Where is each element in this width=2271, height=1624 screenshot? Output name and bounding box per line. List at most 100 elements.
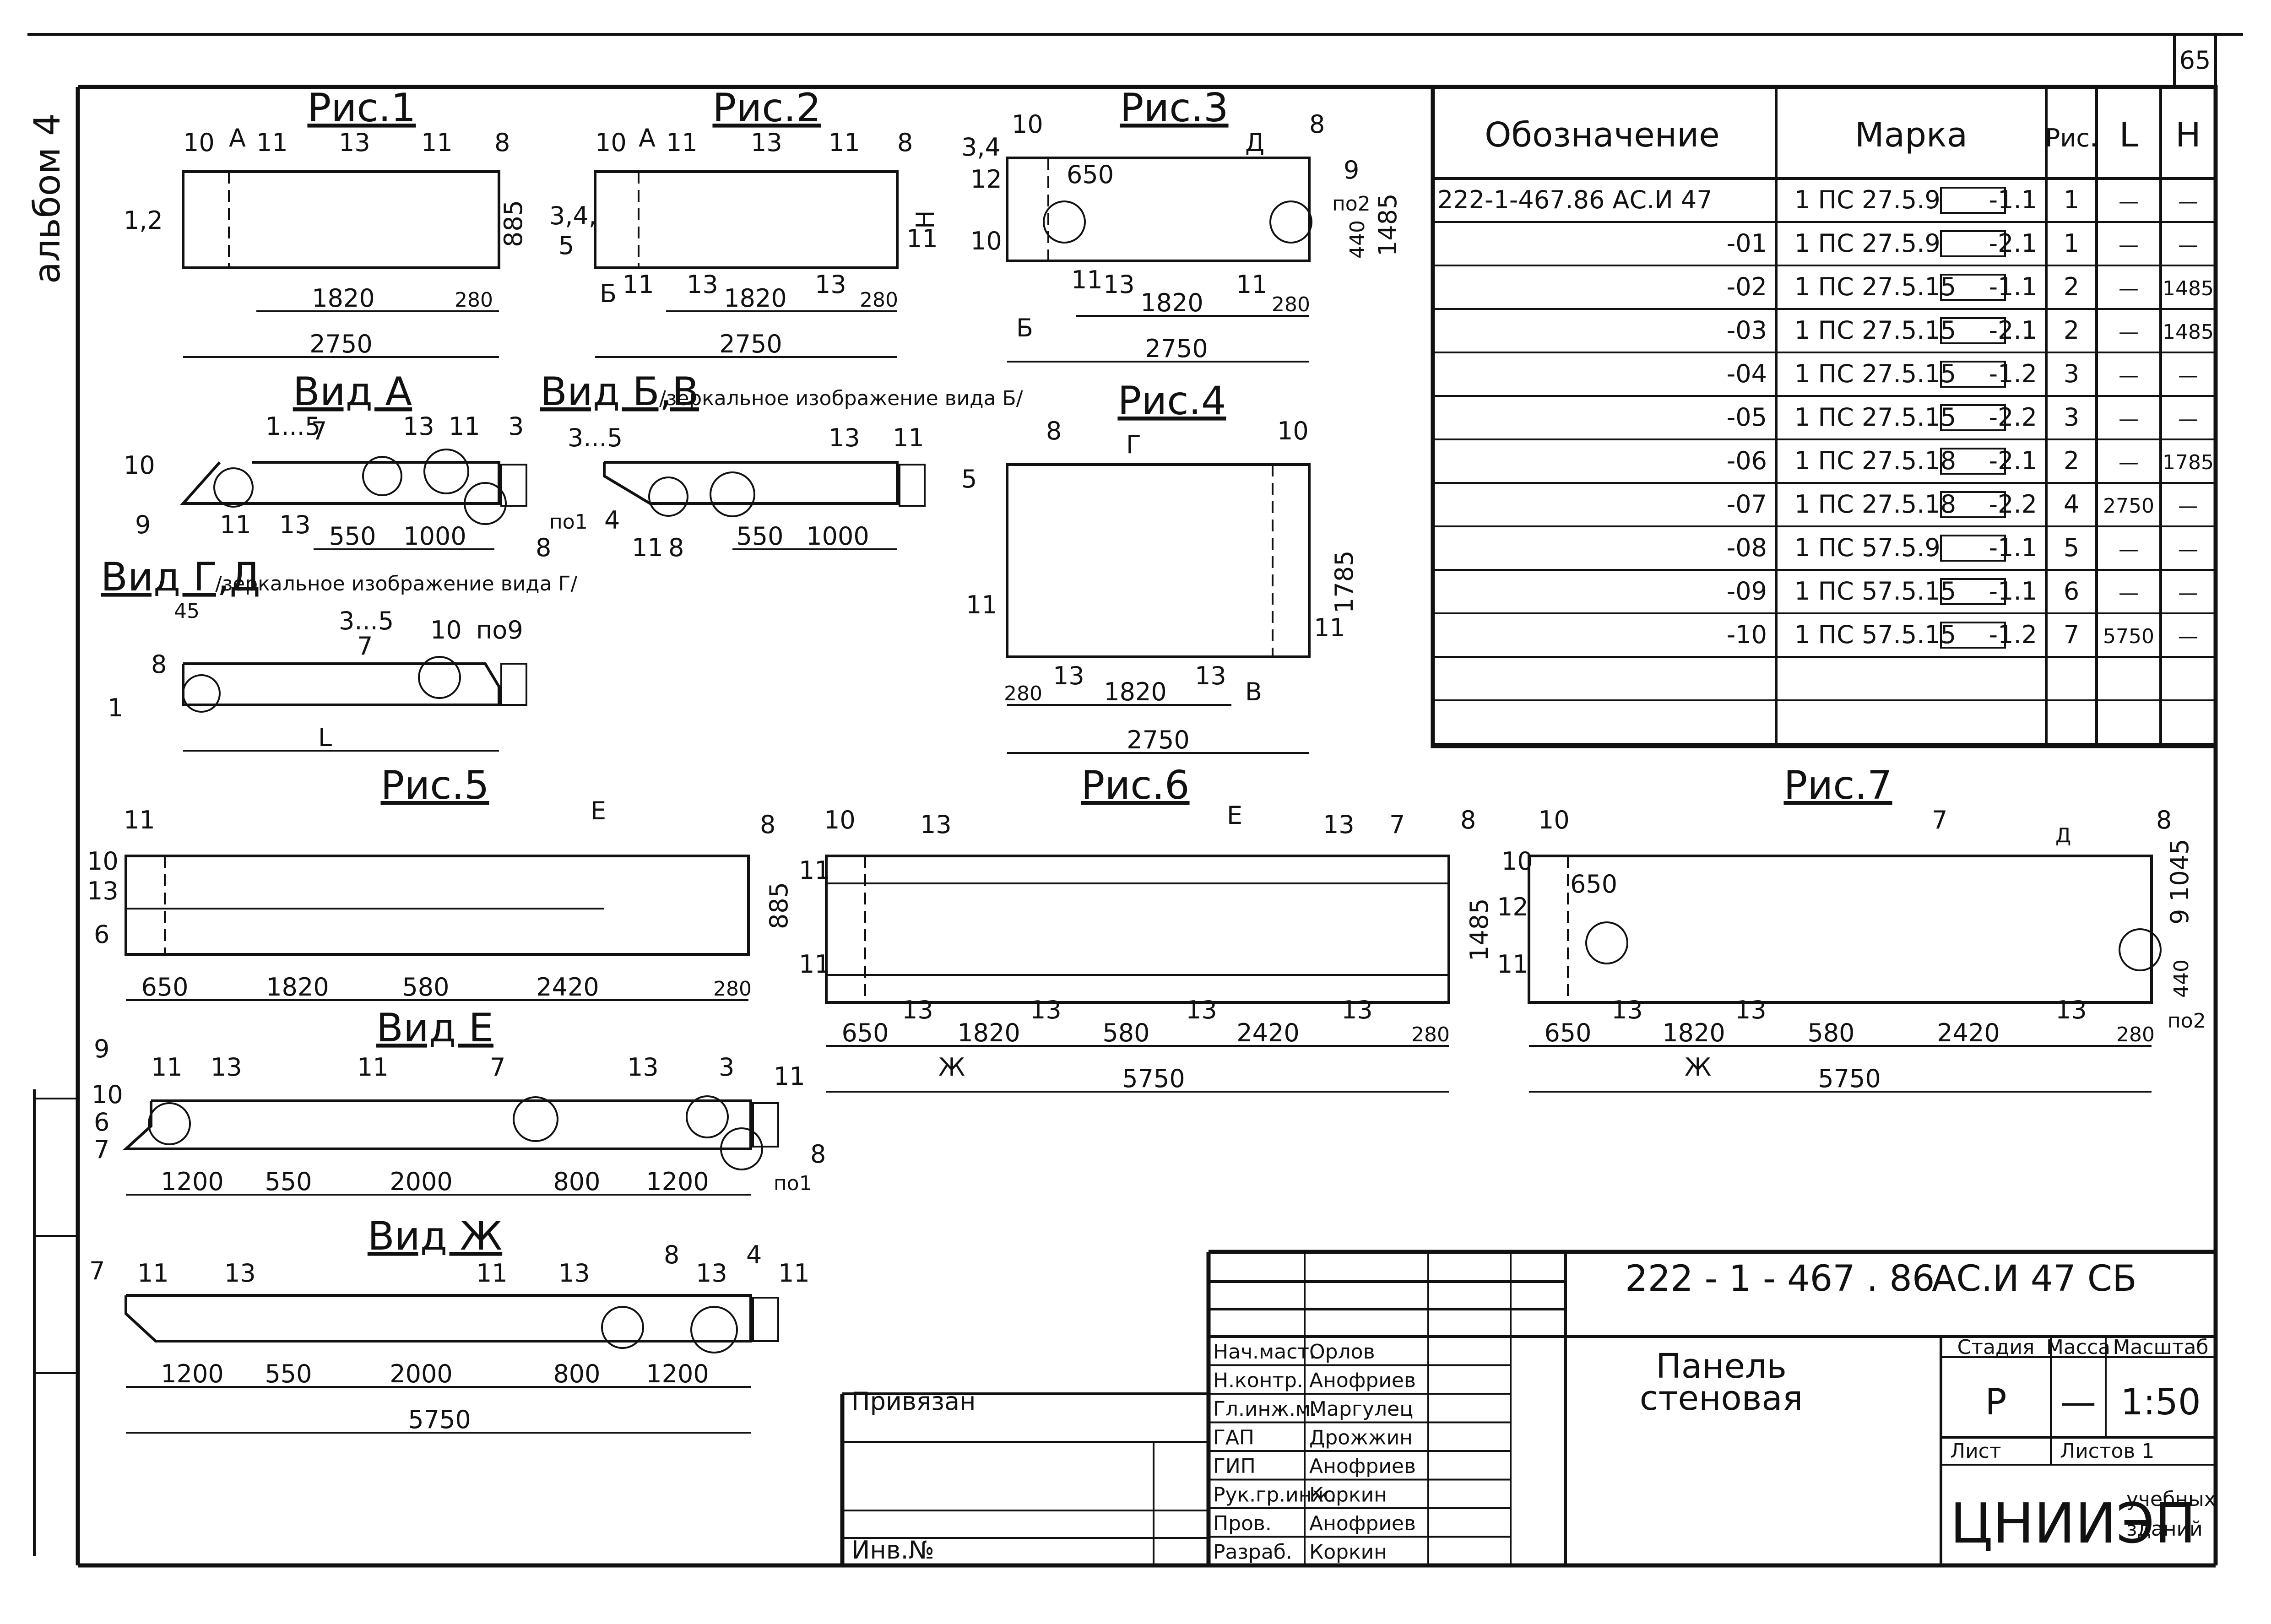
dimension: 1200 xyxy=(161,1359,223,1388)
callout: 7 xyxy=(490,1053,505,1082)
dimension: 2000 xyxy=(390,1167,452,1196)
mark-blank-box xyxy=(1940,622,2006,649)
figure-5: Рис.5 11 Е 10 8 13 6 885 650 1820 580 24… xyxy=(87,763,793,1001)
table-cell-fig: 3 xyxy=(2064,359,2079,388)
dimension: 650 xyxy=(141,973,188,1001)
table-cell-designation: -01 xyxy=(1727,229,1767,258)
table-cell-H: — xyxy=(2178,190,2198,213)
detail-circle xyxy=(423,449,469,494)
table-cell-fig: 2 xyxy=(2064,316,2079,345)
table-cell-designation: -02 xyxy=(1727,272,1767,301)
table-cell-designation: -08 xyxy=(1727,533,1767,562)
table-cell-fig: 7 xyxy=(2064,620,2079,649)
callout: по2 xyxy=(2168,1009,2206,1033)
callout: 11 xyxy=(1497,950,1528,979)
figure-2: Рис.2 10 А 11 13 11 8 3,4, 5 Н 11 Б 11 1… xyxy=(549,85,940,358)
detail-circle xyxy=(513,1096,558,1142)
dimension: 885 xyxy=(764,882,793,929)
callout: 11 xyxy=(666,128,698,157)
callout: по2 xyxy=(1332,192,1371,216)
panel-section xyxy=(122,1099,752,1150)
callout: 10 xyxy=(183,128,215,157)
view-bv: Вид Б,В /зеркальное изображение вида Б/ … xyxy=(540,369,1023,562)
signature-role: Гл.инж.м. xyxy=(1213,1397,1317,1421)
title-line-1: Панель xyxy=(1656,1347,1787,1386)
signature-role: Пров. xyxy=(1213,1512,1272,1535)
callout: 8 xyxy=(1460,806,1476,834)
figure-1: Рис.1 10 А 11 13 11 8 1,2 885 1820 280 2… xyxy=(124,85,528,358)
table-cell-L: 2750 xyxy=(2103,494,2154,518)
signature-name: Маргулец xyxy=(1309,1397,1413,1421)
table-cell-mark: 1 ПС 27.5.15 xyxy=(1794,272,1956,301)
doc-code: 222 - 1 - 467 . 86 xyxy=(1625,1258,1935,1299)
callout: 13 xyxy=(211,1053,242,1082)
dimension: 1820 xyxy=(266,973,329,1001)
table-cell-fig: 4 xyxy=(2064,490,2079,519)
mass-label: Масса xyxy=(2046,1336,2110,1359)
callout: 3...5 xyxy=(339,606,394,635)
dimension: 1485 xyxy=(1373,194,1402,256)
figure-3-title: Рис.3 xyxy=(1120,85,1228,131)
table-cell-mark: 1 ПС 27.5.15 xyxy=(1794,403,1956,432)
figure-7: Рис.7 10 7 Д 8 10 650 12 11 9 1045 440 п… xyxy=(1497,763,2206,1093)
callout: 13 xyxy=(1611,996,1643,1024)
table-cell-fig: 3 xyxy=(2064,403,2079,432)
dimension: Н xyxy=(911,210,940,229)
dimension: L xyxy=(318,723,332,752)
table-header: L xyxy=(2119,115,2138,155)
figure-4-title: Рис.4 xyxy=(1117,378,1226,424)
panel-outline xyxy=(182,170,500,269)
detail-circle xyxy=(648,476,688,517)
signature-role: Рук.гр.инж. xyxy=(1213,1483,1336,1507)
table-cell-H: — xyxy=(2178,494,2198,518)
scale-value: 1:50 xyxy=(2120,1382,2201,1423)
dimension: 1000 xyxy=(403,522,466,551)
detail-circle xyxy=(464,482,507,525)
dimension: 280 xyxy=(2116,1023,2155,1046)
table-cell-suffix: -2.2 xyxy=(1989,403,2037,432)
dimension: 2750 xyxy=(309,330,372,358)
table-cell-H: — xyxy=(2178,625,2198,648)
callout: 12 xyxy=(970,165,1002,194)
callout: 13 xyxy=(87,877,119,905)
table-cell-suffix: -1.2 xyxy=(1989,359,2037,388)
figure-6: Рис.6 10 13 Е 13 7 8 11 11 1485 13 13 13… xyxy=(799,763,1494,1093)
sheet-label: Лист xyxy=(1950,1440,2001,1463)
callout: 10 xyxy=(124,451,155,480)
callout: 11 xyxy=(1314,613,1345,642)
callout: 9 xyxy=(135,510,151,539)
callout: 11 xyxy=(256,128,288,157)
detail-circle xyxy=(148,1102,191,1145)
callout: 13 xyxy=(751,128,782,157)
figure-2-title: Рис.2 xyxy=(712,85,821,131)
callout: 7 xyxy=(357,632,373,660)
callout: 8 xyxy=(151,650,167,679)
callout: 11 xyxy=(799,950,830,979)
signature-role: Разраб. xyxy=(1213,1541,1292,1564)
detail-circle xyxy=(710,471,755,517)
callout: 13 xyxy=(1030,996,1062,1024)
dimension: 2000 xyxy=(390,1359,452,1388)
callout: 7 xyxy=(1932,806,1947,834)
table-header: Марка xyxy=(1855,115,1967,155)
detail-circle xyxy=(362,456,402,496)
view-a-title: Вид А xyxy=(293,369,412,415)
callout: 11 xyxy=(778,1259,810,1288)
callout: 10 xyxy=(1501,847,1533,876)
table-cell-H: 1485 xyxy=(2163,277,2214,300)
dimension: 650 xyxy=(841,1018,889,1047)
callout: 1 xyxy=(108,693,123,722)
callout: 12 xyxy=(1497,893,1528,921)
callout: 8 xyxy=(536,533,551,562)
org-logo: ЦНИИЭП xyxy=(1950,1492,2196,1556)
callout: 9 xyxy=(1344,156,1359,184)
callout: 11 xyxy=(124,806,155,834)
detail-circle xyxy=(720,1127,763,1170)
dimension: 1820 xyxy=(1662,1018,1725,1047)
dimension: 1200 xyxy=(161,1167,223,1196)
spec-table: Обозначение Марка Рис. L H 222-1-467.86 … xyxy=(1431,85,2218,748)
title-line-2: стеновая xyxy=(1640,1379,1803,1418)
section-arrow-label: В xyxy=(1245,677,1262,706)
section-arrow-label: Б xyxy=(1016,314,1033,342)
